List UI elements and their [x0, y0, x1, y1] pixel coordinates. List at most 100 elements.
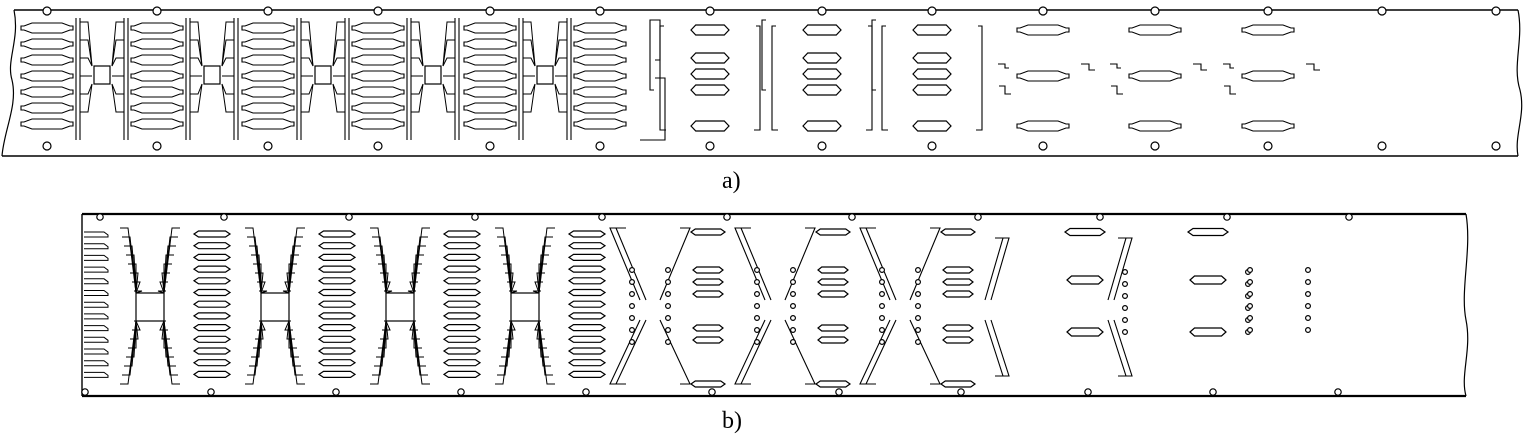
lead-finger — [523, 83, 536, 113]
lead-slot — [442, 300, 482, 308]
lead-slot — [1241, 120, 1295, 132]
pilot-hole — [81, 388, 89, 396]
lead-finger — [380, 320, 389, 340]
lead-finger — [382, 281, 391, 294]
bracket — [871, 19, 876, 91]
lead-slot — [463, 38, 517, 50]
pilot-hole — [914, 291, 921, 298]
lead-slot — [814, 228, 852, 236]
lead-finger — [409, 281, 418, 294]
lead-slot — [192, 347, 232, 355]
lead-finger — [554, 39, 567, 67]
pilot-hole — [152, 6, 162, 16]
die-pad — [536, 65, 554, 85]
pilot-hole — [789, 339, 796, 346]
lead-slot — [442, 324, 482, 332]
lead-slot — [463, 102, 517, 114]
lead-finger — [157, 290, 166, 294]
lead-finger — [190, 57, 203, 67]
pilot-hole — [664, 303, 671, 310]
lead-slot — [84, 266, 109, 273]
pilot-hole — [753, 315, 760, 322]
lead-finger — [650, 19, 661, 61]
lead-slot — [692, 278, 724, 286]
lead-finger — [221, 83, 234, 113]
lead-frame-unit — [20, 18, 129, 140]
lead-slot — [130, 22, 184, 34]
lead-slot — [1128, 120, 1182, 132]
lead-slot — [802, 68, 842, 80]
lead-finger — [221, 21, 234, 67]
lead-finger — [442, 83, 455, 95]
lead-slot — [802, 52, 842, 64]
lead-slot — [192, 370, 232, 378]
pilot-hole — [664, 291, 671, 298]
pilot-hole — [628, 303, 635, 310]
lead-slot — [912, 52, 952, 64]
pilot-hole — [1121, 329, 1128, 336]
lead-finger — [286, 320, 295, 340]
lead-slot — [802, 84, 842, 96]
lead-slot — [84, 313, 109, 320]
break-line-right — [1463, 213, 1469, 397]
lead-slot — [351, 38, 405, 50]
lead-slot — [942, 266, 974, 274]
lead-finger — [659, 227, 691, 301]
lead-slot — [192, 300, 232, 308]
pilot-hole — [753, 303, 760, 310]
pilot-hole — [664, 315, 671, 322]
bracket — [754, 25, 761, 131]
lead-slot — [192, 335, 232, 343]
lead-slot — [567, 288, 607, 297]
pilot-hole — [1121, 293, 1128, 300]
lead-slot — [690, 120, 730, 132]
trimmed-unit — [649, 19, 761, 132]
lead-frame-unit — [241, 18, 350, 140]
lead-slot — [573, 54, 627, 66]
lead-slot — [192, 277, 232, 285]
lead-slot — [463, 118, 517, 130]
lead-finger — [374, 245, 387, 294]
lead-finger — [288, 263, 297, 293]
lead-slot — [20, 102, 74, 114]
strip-layout-b — [81, 212, 1469, 398]
lead-slot — [814, 380, 852, 388]
lead-slot — [817, 290, 849, 298]
pilot-hole — [878, 315, 885, 322]
lead-finger — [159, 281, 168, 294]
pilot-hole — [817, 6, 827, 16]
lead-slot — [84, 301, 109, 308]
lead-finger — [251, 254, 262, 294]
lead-finger — [507, 320, 516, 331]
fan-lead-unit — [120, 227, 232, 385]
lead-finger — [301, 83, 314, 95]
tab — [998, 63, 1009, 69]
lead-slot — [463, 70, 517, 82]
lead-finger — [503, 263, 512, 293]
pilot-hole — [96, 213, 104, 221]
lead-slot — [689, 380, 727, 388]
pilot-hole — [1038, 6, 1048, 16]
lead-finger — [411, 21, 424, 67]
lead-finger — [288, 254, 299, 294]
lead-slot — [192, 253, 232, 261]
lead-slot — [573, 22, 627, 34]
lead-slot — [1063, 227, 1107, 237]
pilot-hole — [914, 327, 921, 334]
pilot-hole — [345, 213, 353, 221]
lead-slot — [442, 335, 482, 343]
lead-slot — [192, 265, 232, 273]
pilot-hole — [220, 213, 228, 221]
finished-unit — [1110, 24, 1207, 132]
pilot-hole — [789, 327, 796, 334]
trimmed-unit — [871, 19, 983, 132]
finished-unit — [998, 24, 1095, 132]
pilot-hole — [914, 339, 921, 346]
pilot-hole — [878, 267, 885, 274]
lead-slot — [573, 70, 627, 82]
lead-finger — [376, 320, 387, 358]
lead-finger — [523, 39, 536, 67]
lead-slot — [692, 336, 724, 344]
caption-b: b) — [722, 408, 742, 434]
